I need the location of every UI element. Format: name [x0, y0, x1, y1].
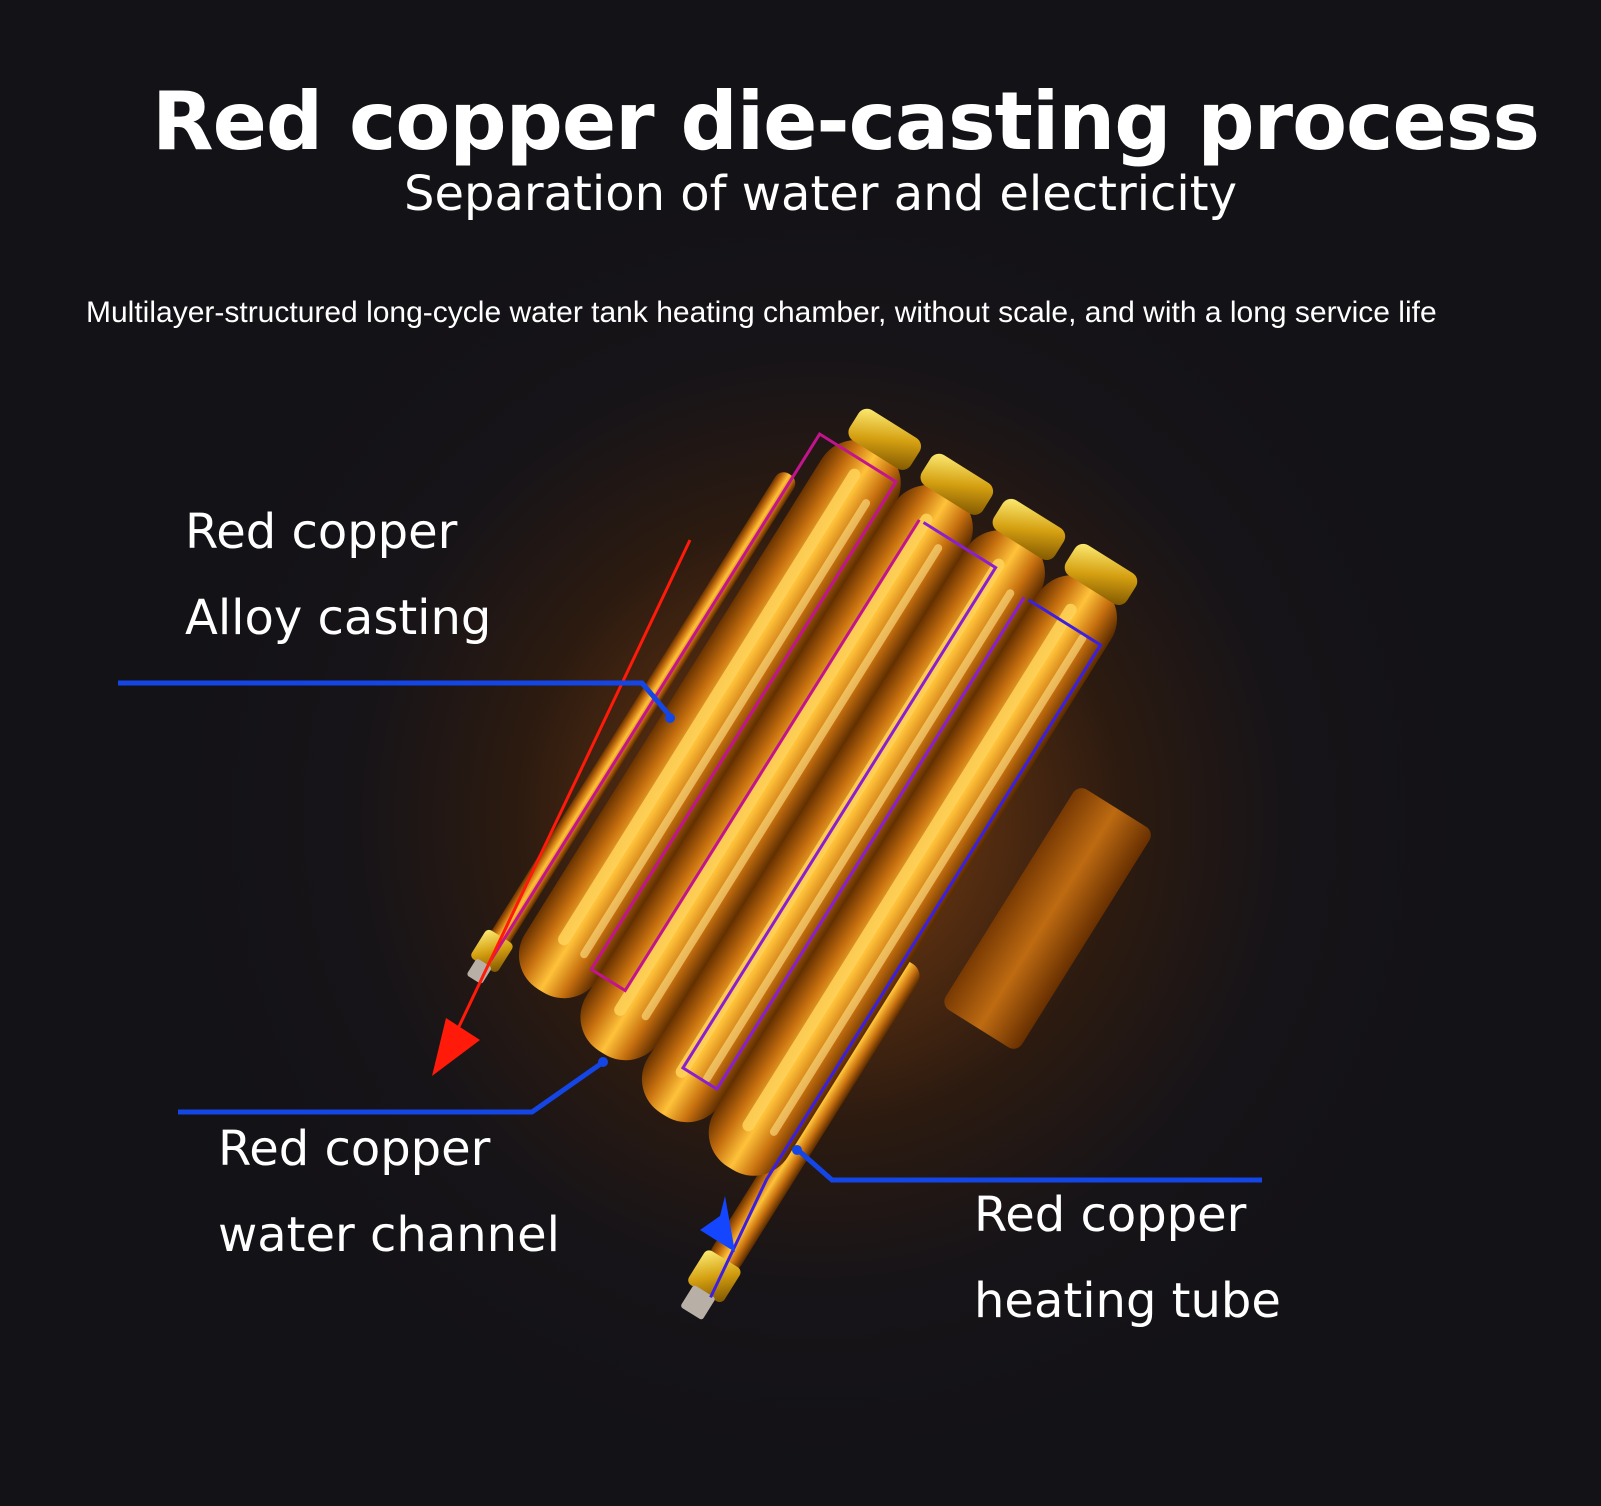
- callout-alloy-casting: Red copper Alloy casting: [185, 489, 491, 661]
- end-cap-2: [920, 453, 994, 515]
- page-subtitle: Separation of water and electricity: [404, 166, 1237, 222]
- callout-alloy-casting-line2: Alloy casting: [185, 590, 492, 646]
- feature-description: Multilayer-structured long-cycle water t…: [86, 296, 1437, 329]
- callout-water-channel-line2: water channel: [218, 1207, 560, 1263]
- callout-heating-tube-line2: heating tube: [974, 1273, 1281, 1329]
- leader-line-water-channel: [178, 1057, 608, 1115]
- end-cap-1: [848, 408, 922, 470]
- tube-assembly: [467, 408, 1151, 1320]
- water-outlet-pipe: [487, 472, 796, 952]
- flow-path-hot: [489, 431, 921, 993]
- leader-line-alloy-casting: [118, 680, 675, 723]
- control-box: [944, 788, 1151, 1049]
- end-cap-3: [992, 498, 1066, 560]
- hot-water-arrow: [432, 539, 692, 1076]
- leader-line-heating-tube: [792, 1145, 1262, 1183]
- heating-tube-nozzle: [681, 1285, 715, 1320]
- page-title: Red copper die-casting process: [152, 75, 1540, 168]
- water-outlet-nozzle: [467, 959, 492, 984]
- callout-water-channel: Red copper water channel: [218, 1106, 560, 1278]
- end-cap-4: [1064, 543, 1138, 606]
- callout-heating-tube: Red copper heating tube: [974, 1172, 1281, 1344]
- flow-path-cold: [709, 598, 1103, 1299]
- heating-tube-extension: [710, 958, 920, 1272]
- callout-water-channel-line1: Red copper: [218, 1121, 491, 1177]
- callout-heating-tube-line1: Red copper: [974, 1187, 1247, 1243]
- flow-path-mid: [680, 521, 1026, 1092]
- cold-water-arrow: [700, 1196, 735, 1252]
- callout-alloy-casting-line1: Red copper: [185, 504, 458, 560]
